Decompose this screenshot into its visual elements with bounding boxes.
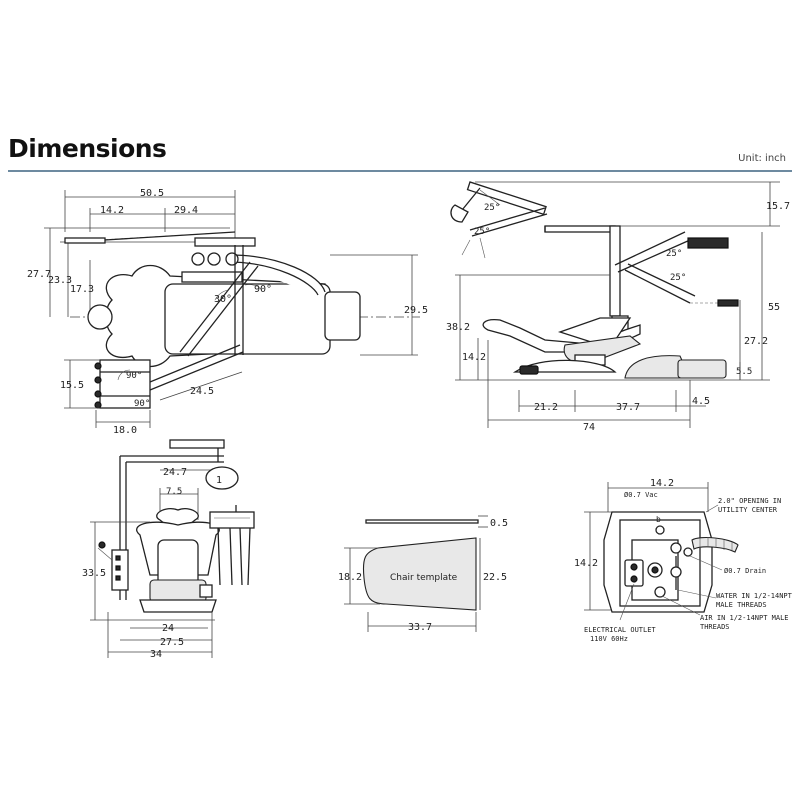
utility-center-view: 14.2 Ø0.7 Vac 14.2 b 2.0" OPENING IN UTI… xyxy=(574,478,793,643)
utility-opening-l1: 2.0" OPENING IN xyxy=(718,497,781,505)
side-light-angle-a: 25° xyxy=(484,203,500,213)
top-d2: 29.4 xyxy=(174,205,198,216)
utility-opening-l2: UTILITY CENTER xyxy=(718,506,778,514)
utility-water-l2: MALE THREADS xyxy=(716,601,767,609)
front-view: 24.7 1 7.5 33.5 xyxy=(82,439,255,660)
side-top-height: 15.7 xyxy=(766,201,790,212)
top-height-c: 17.3 xyxy=(70,284,94,295)
front-base-inner: 24 xyxy=(162,623,174,634)
top-height-b: 23.3 xyxy=(48,275,72,286)
header-divider xyxy=(8,170,792,172)
side-rear-len: 4.5 xyxy=(692,396,710,407)
chair-template-view: 0.5 Chair template 18.2 22.5 33.7 xyxy=(338,515,508,633)
top-tray-angle-b: 90° xyxy=(134,399,150,409)
template-left-height: 18.2 xyxy=(338,572,362,583)
page-title: Dimensions xyxy=(8,134,167,163)
side-arm-angle-b: 25° xyxy=(670,273,686,283)
utility-air-l1: AIR IN 1/2-14NPT MALE xyxy=(700,614,789,622)
utility-height: 14.2 xyxy=(574,558,598,569)
side-total-height: 55 xyxy=(768,302,780,313)
top-height-a: 27.7 xyxy=(27,269,51,280)
utility-label-b: b xyxy=(656,515,661,524)
side-back-height: 27.2 xyxy=(744,336,768,347)
unit-label: Unit: inch xyxy=(738,153,786,164)
side-total-len: 74 xyxy=(583,422,595,433)
front-base-mid: 27.5 xyxy=(160,637,184,648)
front-base-total: 34 xyxy=(150,649,162,660)
side-front-len: 21.2 xyxy=(534,402,558,413)
template-length: 33.7 xyxy=(408,622,432,633)
side-mid-len: 37.7 xyxy=(616,402,640,413)
side-light-angle-b: 25° xyxy=(474,227,490,237)
top-view: 50.5 14.2 29.4 27.7 23.3 17.3 29.5 xyxy=(27,188,428,436)
front-head-width: 7.5 xyxy=(166,487,182,497)
front-light-label: 1 xyxy=(216,475,222,486)
top-angle-b: 90° xyxy=(254,284,272,295)
utility-outlet-l2: 110V 60Hz xyxy=(590,635,628,643)
top-angle-a: 30° xyxy=(214,294,232,305)
top-tray-width: 18.0 xyxy=(113,425,137,436)
utility-vac: Ø0.7 Vac xyxy=(624,491,658,499)
template-right-height: 22.5 xyxy=(483,572,507,583)
template-thickness: 0.5 xyxy=(490,518,508,529)
top-tray-height: 15.5 xyxy=(60,380,84,391)
utility-drain: Ø0.7 Drain xyxy=(724,567,766,575)
top-overall-length: 50.5 xyxy=(140,188,164,199)
front-height: 33.5 xyxy=(82,568,106,579)
top-d1: 14.2 xyxy=(100,205,124,216)
utility-air-l2: THREADS xyxy=(700,623,730,631)
side-seat-height: 38.2 xyxy=(446,322,470,333)
utility-outlet-l1: ELECTRICAL OUTLET xyxy=(584,626,656,634)
utility-water-l1: WATER IN 1/2-14NPT xyxy=(716,592,793,600)
side-view: 15.7 25° 25° 25° 25° 55 27.2 5.5 xyxy=(446,181,790,433)
side-base-height: 5.5 xyxy=(736,367,752,377)
top-tray-angle-a: 90° xyxy=(126,371,142,381)
top-arm-length: 24.5 xyxy=(190,386,214,397)
front-arm-span: 24.7 xyxy=(163,467,187,478)
template-label: Chair template xyxy=(390,573,458,583)
utility-width: 14.2 xyxy=(650,478,674,489)
side-arm-angle-a: 25° xyxy=(666,249,682,259)
side-low-height: 14.2 xyxy=(462,352,486,363)
top-width-right: 29.5 xyxy=(404,305,428,316)
